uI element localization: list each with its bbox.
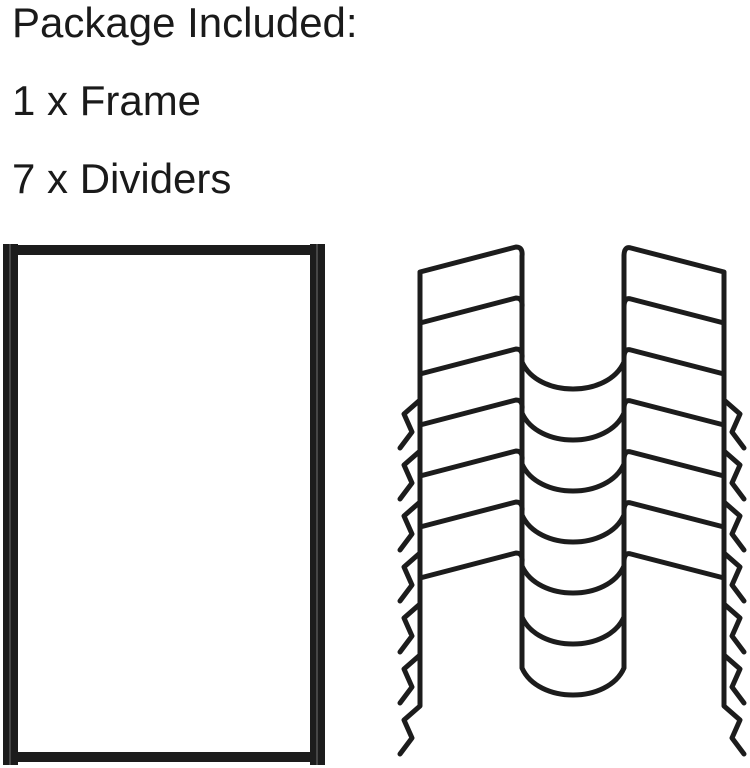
item-frame-label: 1 x Frame [12,77,202,124]
frame-image [3,244,325,765]
divider-6 [397,499,747,706]
item-dividers-label: 7 x Dividers [12,155,232,202]
package-heading: Package Included: [12,0,358,46]
divider-1 [397,244,747,451]
dividers-image [397,244,747,757]
divider-7 [397,550,747,757]
divider-4 [397,397,747,604]
divider-2 [397,295,747,502]
divider-3 [397,346,747,553]
divider-5 [397,448,747,655]
